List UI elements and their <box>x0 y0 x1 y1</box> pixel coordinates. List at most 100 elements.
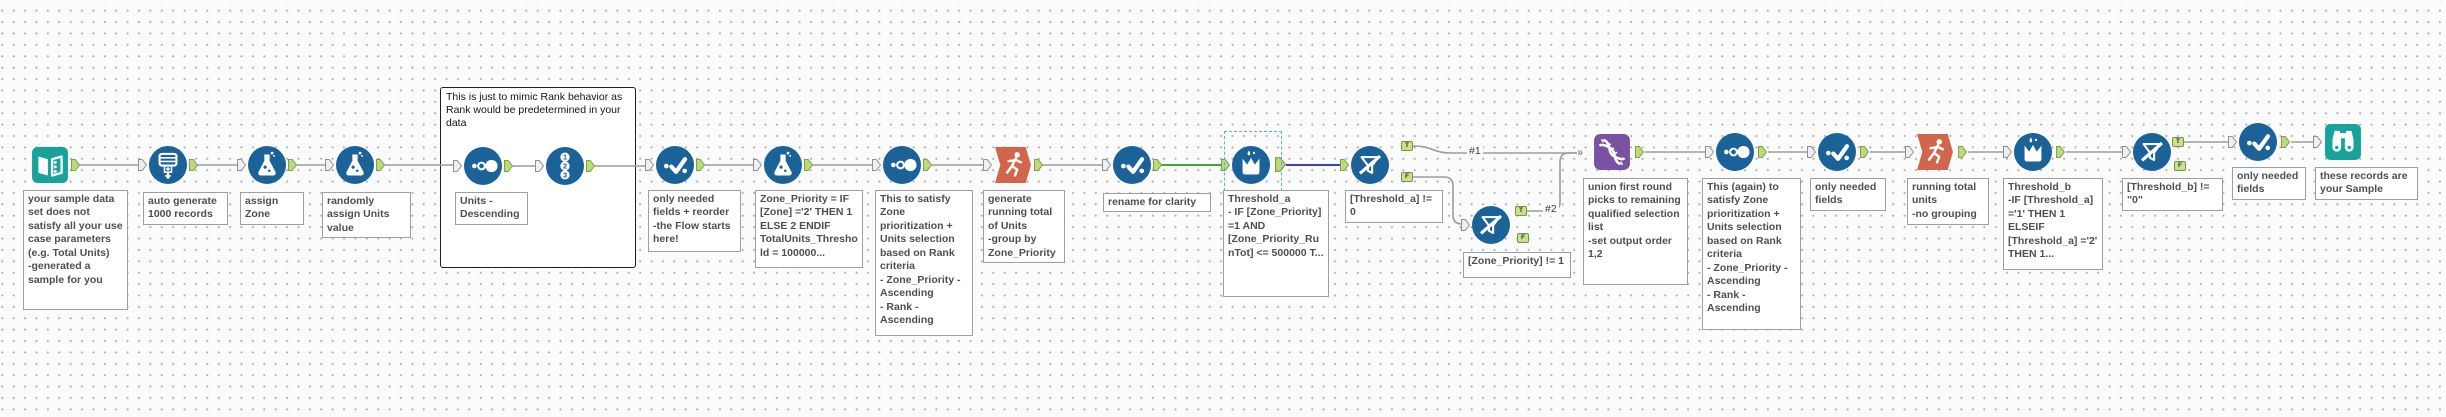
filter-icon <box>1351 146 1389 184</box>
input-anchor[interactable] <box>138 159 147 171</box>
output-anchor[interactable] <box>1758 146 1767 158</box>
annotation[interactable]: Threshold_a - IF [Zone_Priority] =1 AND … <box>1223 190 1329 297</box>
output-anchor[interactable] <box>1860 146 1869 158</box>
annotation[interactable]: Units - Descending <box>455 192 528 225</box>
output-anchor[interactable] <box>288 159 297 171</box>
output-anchor[interactable] <box>923 159 932 171</box>
tool-filter[interactable] <box>1472 206 1510 244</box>
tool-running-total[interactable] <box>1916 133 1954 171</box>
input-anchor[interactable] <box>325 159 334 171</box>
annotation[interactable]: running total units -no grouping <box>1907 178 1989 225</box>
formula-icon <box>764 146 802 184</box>
text-input-icon <box>31 146 69 184</box>
input-anchor[interactable] <box>237 159 246 171</box>
output-anchor[interactable] <box>71 159 80 171</box>
input-anchor[interactable] <box>1905 146 1914 158</box>
select-icon <box>1113 146 1151 184</box>
input-anchor[interactable] <box>1461 219 1470 231</box>
tool-text-input[interactable] <box>31 146 69 184</box>
union-icon <box>1593 133 1631 171</box>
tool-select[interactable] <box>656 146 694 184</box>
connection[interactable] <box>1413 176 1463 225</box>
annotation[interactable]: these records are your Sample <box>2315 167 2418 200</box>
input-anchor[interactable] <box>753 159 762 171</box>
tool-filter[interactable] <box>2133 133 2171 171</box>
annotation[interactable]: [Threshold_a] != 0 <box>1345 190 1443 223</box>
input-anchor[interactable] <box>1705 146 1714 158</box>
tool-generate-rows[interactable] <box>149 146 187 184</box>
input-anchor[interactable] <box>453 160 462 172</box>
tool-select[interactable] <box>2239 123 2277 161</box>
tool-sort[interactable] <box>1716 133 1754 171</box>
tool-running-total[interactable] <box>994 146 1032 184</box>
input-anchor[interactable] <box>1102 159 1111 171</box>
select-icon <box>656 146 694 184</box>
tool-union[interactable] <box>1593 133 1631 171</box>
annotation[interactable]: union first round picks to remaining qua… <box>1583 178 1688 285</box>
output-anchor[interactable] <box>504 160 513 172</box>
output-anchor[interactable] <box>189 159 198 171</box>
input-anchor-selected[interactable] <box>1340 159 1349 171</box>
annotation[interactable]: [Threshold_b] != "0" <box>2122 178 2223 211</box>
filter-true-anchor[interactable]: T <box>1401 141 1413 151</box>
filter-true-anchor[interactable]: T <box>2172 137 2184 147</box>
input-anchor[interactable] <box>2003 146 2012 158</box>
filter-false-anchor[interactable]: F <box>1517 233 1529 243</box>
annotation[interactable]: Zone_Priority = IF [Zone] ='2' THEN 1 EL… <box>755 190 863 268</box>
record-id-icon <box>546 147 584 185</box>
input-anchor[interactable] <box>872 159 881 171</box>
output-anchor[interactable] <box>1635 146 1644 158</box>
tool-browse[interactable] <box>2324 123 2362 161</box>
filter-true-anchor[interactable]: T <box>1515 206 1527 216</box>
output-anchor[interactable] <box>2281 136 2290 148</box>
filter-false-anchor[interactable]: F <box>2174 161 2186 171</box>
tool-multi-row-formula[interactable] <box>2014 133 2052 171</box>
tool-container-caption: This is just to mimic Rank behavior as R… <box>446 91 623 130</box>
annotation[interactable]: auto generate 1000 records <box>143 192 228 225</box>
tool-select[interactable] <box>1818 133 1856 171</box>
tool-select[interactable] <box>1113 146 1151 184</box>
annotation[interactable]: randomly assign Units value <box>322 192 411 239</box>
annotation[interactable]: generate running total of Units -group b… <box>983 190 1065 264</box>
output-anchor[interactable] <box>1034 159 1043 171</box>
annotation[interactable]: only needed fields + reorder -the Flow s… <box>648 190 741 252</box>
tool-formula[interactable] <box>764 146 802 184</box>
tool-formula[interactable] <box>248 146 286 184</box>
annotation[interactable]: only needed fields <box>1810 178 1886 211</box>
input-anchor[interactable] <box>535 160 544 172</box>
output-anchor[interactable] <box>804 159 813 171</box>
annotation[interactable]: This to satisfy Zone prioritization + Un… <box>875 190 973 336</box>
input-anchor[interactable] <box>983 159 992 171</box>
annotation[interactable]: [Zone_Priority] != 1 <box>1463 252 1571 278</box>
input-anchor[interactable] <box>2122 146 2131 158</box>
input-anchor[interactable] <box>2228 136 2237 148</box>
annotation[interactable]: assign Zone <box>240 192 304 225</box>
output-anchor[interactable] <box>1958 146 1967 158</box>
tool-filter[interactable] <box>1351 146 1389 184</box>
input-anchor[interactable] <box>2313 136 2322 148</box>
annotation[interactable]: rename for clarity <box>1103 193 1211 213</box>
tool-formula[interactable] <box>336 146 374 184</box>
connection-1[interactable] <box>1412 145 1577 154</box>
filter-false-anchor[interactable]: F <box>1401 172 1413 182</box>
tool-sort[interactable] <box>464 147 502 185</box>
output-anchor[interactable] <box>1153 159 1162 171</box>
multi-row-formula-icon <box>2014 133 2052 171</box>
annotation[interactable]: your sample data set does not satisfy al… <box>23 190 128 310</box>
tool-record-id[interactable] <box>546 147 584 185</box>
input-anchor[interactable] <box>645 159 654 171</box>
filter-icon <box>1472 206 1510 244</box>
annotation[interactable]: This (again) to satisfy Zone prioritizat… <box>1702 178 1801 330</box>
generate-rows-icon <box>149 146 187 184</box>
annotation[interactable]: Threshold_b -IF [Threshold_a] ='1' THEN … <box>2003 178 2103 270</box>
output-anchor[interactable] <box>2056 146 2065 158</box>
annotation[interactable]: only needed fields <box>2232 167 2306 200</box>
browse-icon <box>2324 123 2362 161</box>
output-anchor[interactable] <box>586 160 595 172</box>
tool-sort[interactable] <box>883 146 921 184</box>
union-multi-input-anchor[interactable]: » <box>1577 147 1583 159</box>
output-anchor[interactable] <box>696 159 705 171</box>
output-anchor[interactable] <box>376 159 385 171</box>
input-anchor[interactable] <box>1807 146 1816 158</box>
